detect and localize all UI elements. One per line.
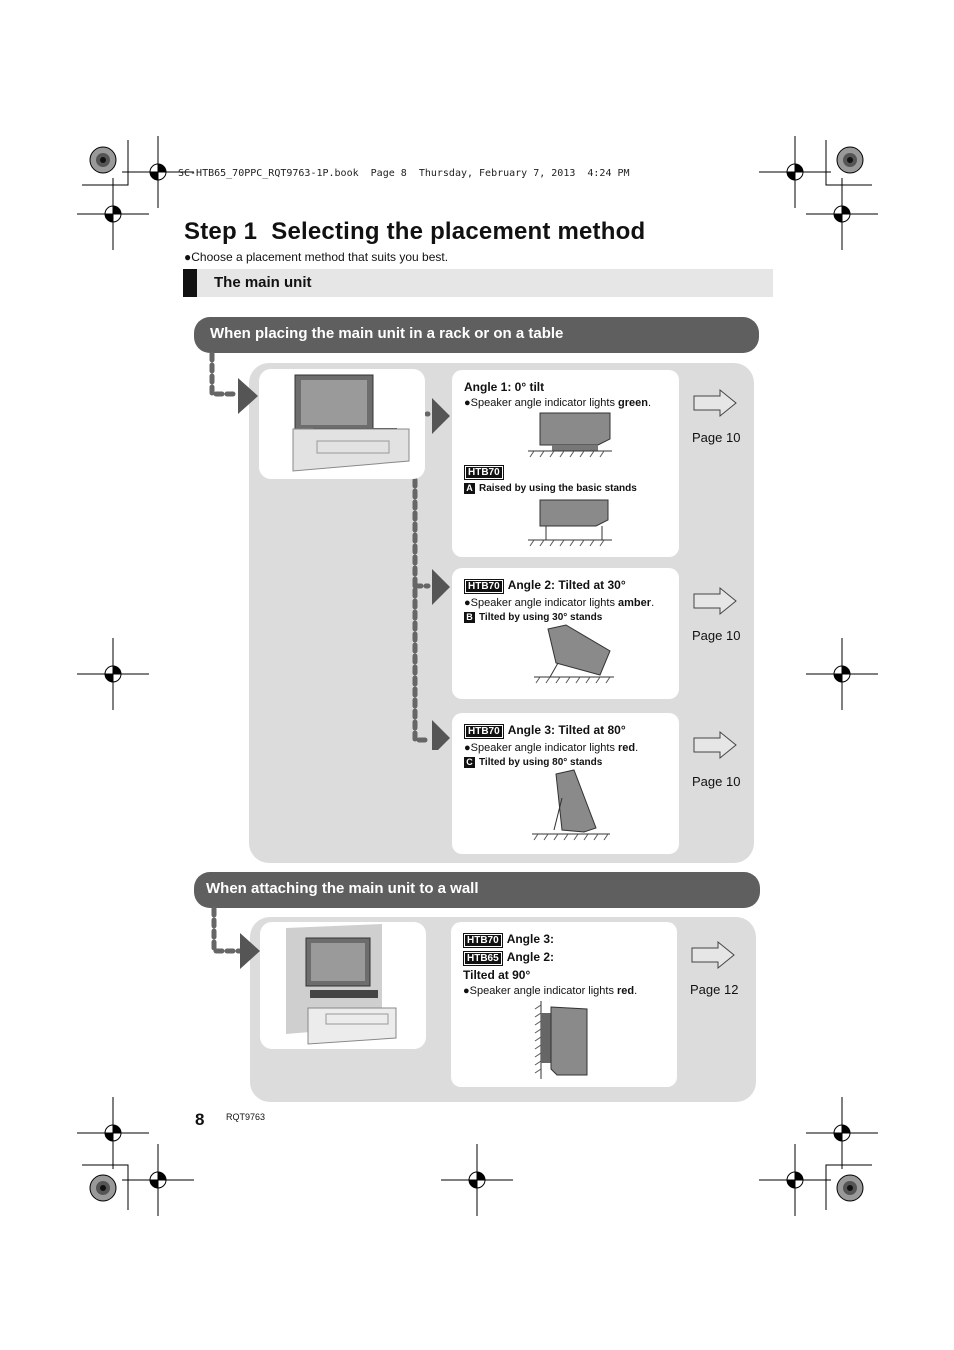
angle3-indicator-color: red — [618, 742, 636, 754]
wall-indicator-color: red — [617, 985, 635, 997]
speaker-30deg-illustration — [534, 624, 614, 684]
angle3-indicator: ●Speaker angle indicator lights red. — [464, 742, 639, 754]
angle1-option-text: Raised by using the basic stands — [479, 483, 637, 494]
angle3-option: C Tilted by using 80° stands — [464, 757, 667, 768]
angle3-option-letter: C — [464, 757, 475, 768]
angle3-option-text: Tilted by using 80° stands — [479, 757, 603, 768]
angle1-indicator: ●Speaker angle indicator lights green. — [464, 397, 652, 409]
wall-illustration-box — [260, 922, 426, 1049]
angle3-indicator-text: Speaker angle indicator lights — [470, 742, 619, 754]
angle1-model-badge: HTB70 — [464, 465, 504, 480]
angle2-page-ref[interactable]: Page 10 — [692, 628, 741, 643]
angle3-model-badge: HTB70 — [464, 724, 504, 739]
main-unit-bar: The main unit — [183, 269, 773, 297]
angle1-option-letter: A — [464, 483, 475, 494]
wall-heading-text: When attaching the main unit to a wall — [206, 880, 479, 897]
intro-text: ●Choose a placement method that suits yo… — [184, 250, 449, 264]
wall-tilt: Tilted at 90° — [463, 968, 531, 982]
angle2-option-letter: B — [464, 612, 475, 623]
wall-badge1-text: Angle 3: — [506, 932, 555, 946]
angle2-option: B Tilted by using 30° stands — [464, 612, 667, 623]
angle3-title: Angle 3: Tilted at 80° — [507, 723, 626, 737]
step-number: Step 1 — [184, 218, 258, 245]
speaker-80deg-illustration — [532, 769, 610, 841]
speaker-wall-mount-illustration — [534, 1001, 588, 1079]
bar-marker — [183, 269, 197, 297]
speaker-basic-stands-illustration — [528, 499, 612, 547]
angle2-indicator-color: amber — [618, 597, 652, 609]
model-code: RQT9763 — [226, 1112, 266, 1122]
rack-heading-text: When placing the main unit in a rack or … — [210, 325, 564, 342]
angle2-title: Angle 2: Tilted at 30° — [507, 578, 626, 592]
wall-indicator-text: Speaker angle indicator lights — [469, 985, 618, 997]
angle2-option-text: Tilted by using 30° stands — [479, 612, 603, 623]
arrow-right-icon — [693, 388, 737, 418]
wall-badge-htb70: HTB70 — [463, 933, 503, 948]
book-info-line: SC-HTB65_70PPC_RQT9763-1P.book Page 8 Th… — [178, 168, 630, 179]
main-unit-label: The main unit — [214, 274, 312, 291]
wall-section-heading: When attaching the main unit to a wall — [194, 872, 760, 908]
angle2-model-badge: HTB70 — [464, 579, 504, 594]
tv-on-rack-illustration — [292, 374, 410, 472]
arrow-right-icon — [693, 730, 737, 760]
wall-connector — [211, 906, 260, 969]
angle1-indicator-text: Speaker angle indicator lights — [470, 397, 619, 409]
angle2-indicator: ●Speaker angle indicator lights amber. — [464, 597, 655, 609]
wall-indicator: ●Speaker angle indicator lights red. — [463, 985, 638, 997]
arrow-right-icon — [691, 940, 735, 970]
angle1-title: Angle 1: 0° tilt — [464, 380, 545, 394]
intro-label: Choose a placement method that suits you… — [191, 250, 449, 264]
wall-page-ref[interactable]: Page 12 — [690, 982, 739, 997]
angle1-indicator-color: green — [618, 397, 648, 409]
speaker-flat-illustration — [528, 412, 612, 458]
title-text: Selecting the placement method — [271, 218, 646, 245]
angle1-page-ref[interactable]: Page 10 — [692, 430, 741, 445]
page-title: Step 1 Selecting the placement method — [184, 218, 645, 246]
angle2-indicator-text: Speaker angle indicator lights — [470, 597, 619, 609]
angle1-option: A Raised by using the basic stands — [464, 483, 667, 494]
angle1-card: Angle 1: 0° tilt ●Speaker angle indicato… — [452, 370, 679, 557]
wall-badge2-text: Angle 2: — [506, 950, 555, 964]
rack-illustration-box — [259, 369, 425, 479]
wall-badge-htb65: HTB65 — [463, 951, 503, 966]
rack-section-heading: When placing the main unit in a rack or … — [194, 317, 759, 353]
page-number: 8 — [195, 1110, 205, 1129]
arrow-right-icon — [693, 586, 737, 616]
rack-connectors — [209, 351, 450, 750]
tv-on-wall-illustration — [286, 924, 397, 1045]
angle3-page-ref[interactable]: Page 10 — [692, 774, 741, 789]
